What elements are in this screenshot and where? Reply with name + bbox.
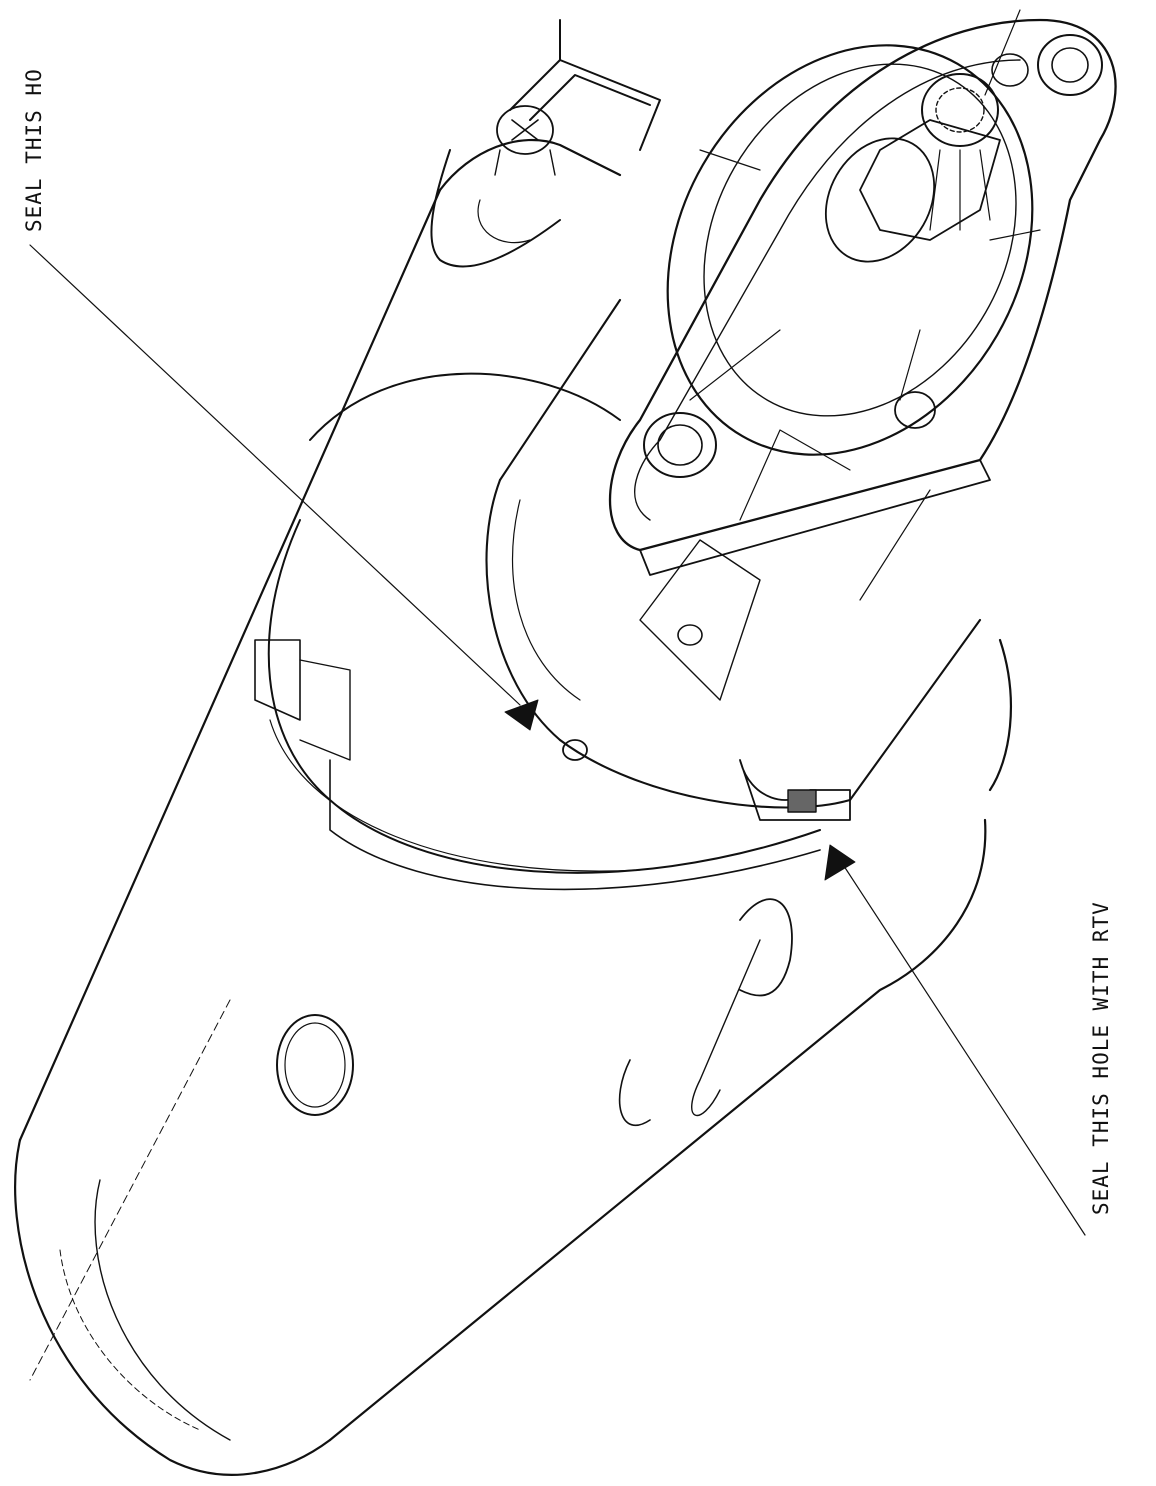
leader-lines	[29, 9, 1086, 1236]
pinion-gear	[666, 44, 1041, 456]
solenoid-bracket	[430, 19, 661, 268]
top-seal-label: SEAL THIS HO	[22, 68, 46, 232]
motor-housing	[14, 138, 1013, 1476]
mounting-flange	[608, 18, 1117, 576]
drive-end-housing	[485, 298, 982, 809]
arrowheads	[504, 699, 856, 881]
housing-band	[254, 372, 821, 891]
bottom-seal-label: SEAL THIS HOLE WITH RTV	[1089, 901, 1113, 1215]
arrow-lower	[824, 844, 856, 881]
field-frame-features	[276, 739, 793, 1127]
arrow-upper	[504, 699, 539, 731]
terminal-lug	[739, 759, 851, 821]
